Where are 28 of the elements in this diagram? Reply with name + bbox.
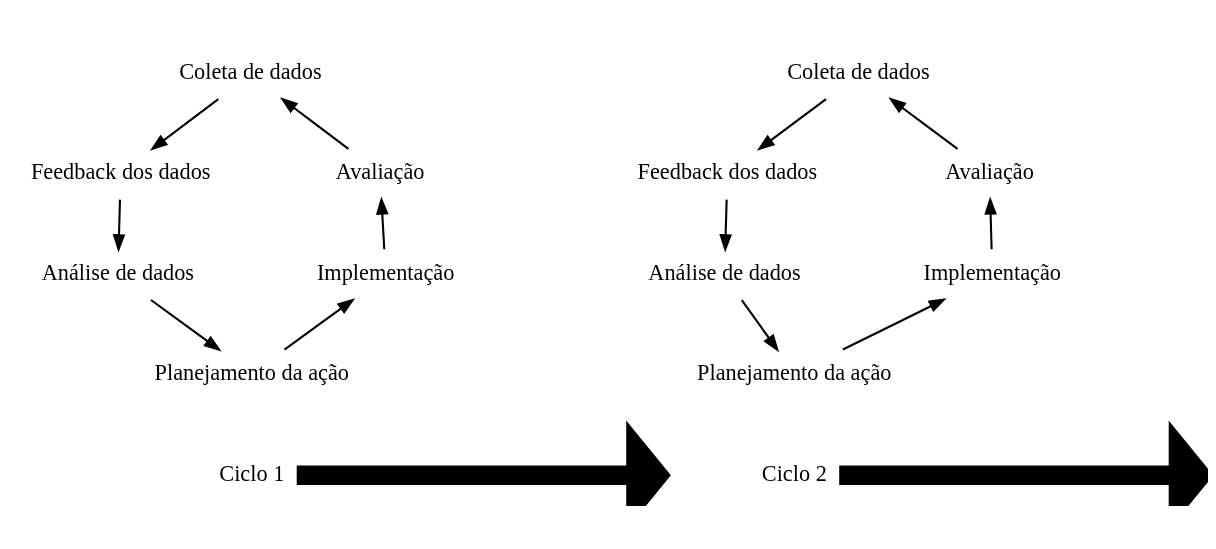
node-text: Análise de dados [41,259,195,285]
arrow [150,299,222,352]
node-text: Planejamento da ação [154,360,349,386]
node-text: Ciclo 1 [219,460,285,486]
node-text: Planejamento da ação [697,360,892,386]
arrow [279,97,350,150]
arrow [719,199,732,253]
node-text: Feedback dos dados [637,159,818,185]
node-text: Implementação [923,259,1062,285]
node-text: Avaliação [945,159,1034,185]
arrow [888,97,959,150]
arrow [283,298,356,351]
arrow [984,196,997,250]
node-text: Avaliação [335,159,425,185]
arrow [740,299,780,353]
node-text: Feedback dos dados [30,159,211,185]
arrow [842,298,947,351]
arrow [149,98,219,151]
arrow [296,420,671,506]
node-text: Coleta de dados [787,58,930,84]
node-text: Ciclo 2 [761,460,827,486]
node-text: Coleta de dados [179,58,322,84]
arrow [112,199,126,253]
arrow [375,196,389,250]
node-text: Implementação [316,259,455,285]
node-text: Análise de dados [648,259,801,285]
arrow [839,420,1208,506]
arrow [756,98,827,151]
